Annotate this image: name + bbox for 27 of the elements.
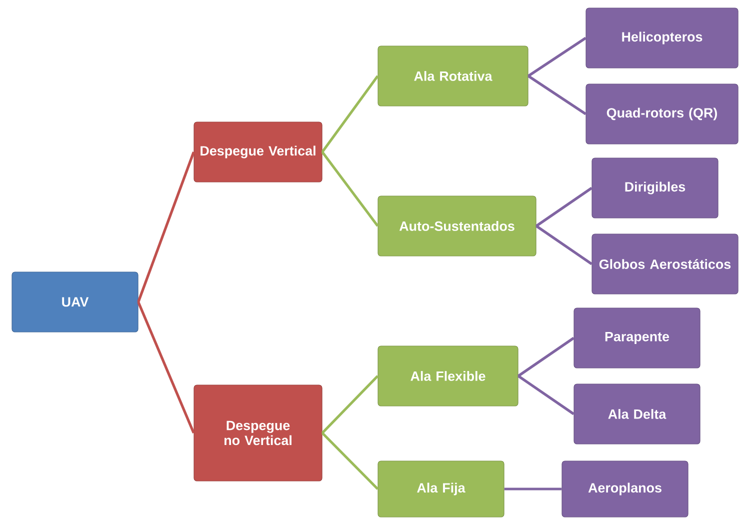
- category-box: UAV: [12, 272, 138, 332]
- category-box: Parapente: [574, 308, 700, 368]
- category-box: Quad-rotors (QR): [586, 84, 738, 144]
- connector-line: [518, 374, 574, 416]
- connector-line: [137, 152, 195, 302]
- connector-line: [321, 432, 379, 490]
- category-box: Aeroplanos: [562, 460, 688, 518]
- connector-line: [321, 375, 379, 434]
- category-box: Ala Rotativa: [378, 46, 528, 106]
- connector-line: [518, 336, 574, 378]
- connector-line: [528, 36, 586, 78]
- category-box: Globos Aerostáticos: [592, 234, 738, 294]
- category-box: Ala Delta: [574, 384, 700, 444]
- connector-line: [137, 301, 195, 434]
- connector-line: [536, 224, 592, 266]
- category-box: Despegue Vertical: [194, 122, 322, 182]
- connector-line: [504, 488, 562, 490]
- category-box: Ala Flexible: [378, 346, 518, 406]
- category-box: Despegue no Vertical: [194, 384, 322, 482]
- connector-line: [536, 186, 592, 228]
- connector-line: [321, 151, 379, 227]
- category-box: Helicopteros: [586, 8, 738, 68]
- category-box: Ala Fija: [378, 460, 504, 518]
- connector-line: [321, 75, 379, 153]
- connector-line: [528, 74, 586, 116]
- category-box: Auto-Sustentados: [378, 196, 536, 256]
- category-box: Dirigibles: [592, 158, 718, 218]
